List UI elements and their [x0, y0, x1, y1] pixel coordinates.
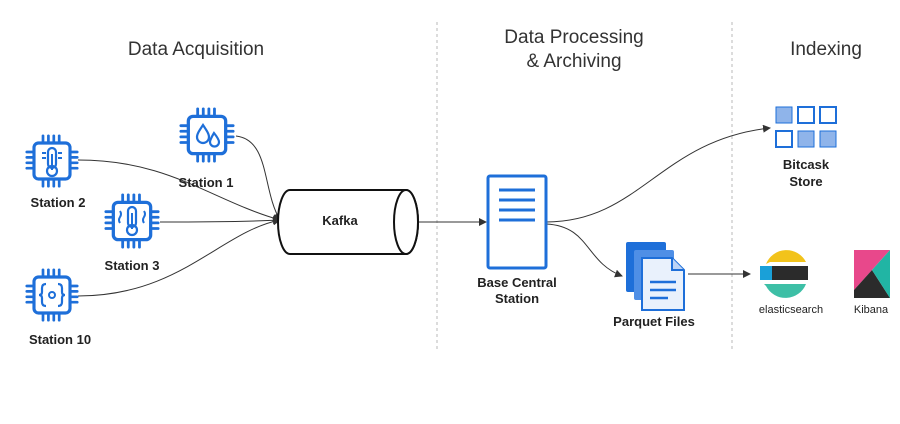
section-title-processing-line1: Data Processing: [504, 27, 644, 48]
station3-chip-icon: [104, 193, 160, 249]
base-station-label-line1: Base Central: [477, 275, 557, 290]
station2-chip-icon: [25, 134, 79, 188]
station1-label: Station 1: [178, 175, 234, 190]
elasticsearch-logo-icon: [760, 250, 808, 298]
station1-chip-icon: [179, 107, 235, 163]
kibana-label: Kibana: [853, 304, 889, 316]
connector-base-bitcask: [545, 124, 771, 223]
station2-label: Station 2: [30, 195, 86, 210]
connector-station1-kafka: [235, 135, 281, 221]
station3-label: Station 3: [104, 258, 160, 273]
section-title-acquisition: Data Acquisition: [127, 39, 265, 60]
bitcask-label-line2: Store: [789, 174, 823, 189]
document-stack-icon: [626, 242, 685, 311]
server-icon: [486, 174, 548, 270]
section-title-indexing: Indexing: [790, 39, 862, 60]
kafka-cylinder-icon: [277, 189, 419, 255]
section-title-processing-line2: & Archiving: [526, 51, 622, 72]
connector-station2-kafka: [77, 159, 281, 222]
parquet-files-label: Parquet Files: [613, 314, 695, 329]
elasticsearch-label: elasticsearch: [758, 304, 824, 316]
station10-label: Station 10: [28, 332, 92, 347]
station10-chip-icon: [25, 268, 79, 322]
base-station-label-line2: Station: [494, 291, 540, 306]
bitcask-blocks-icon: [775, 106, 837, 148]
connector-base-parquet: [545, 223, 623, 278]
connector-station10-kafka: [77, 217, 281, 297]
bitcask-label-line1: Bitcask: [782, 157, 830, 172]
kafka-label: Kafka: [322, 213, 358, 228]
connector-station3-kafka: [159, 216, 281, 225]
kibana-logo-icon: [854, 250, 890, 298]
